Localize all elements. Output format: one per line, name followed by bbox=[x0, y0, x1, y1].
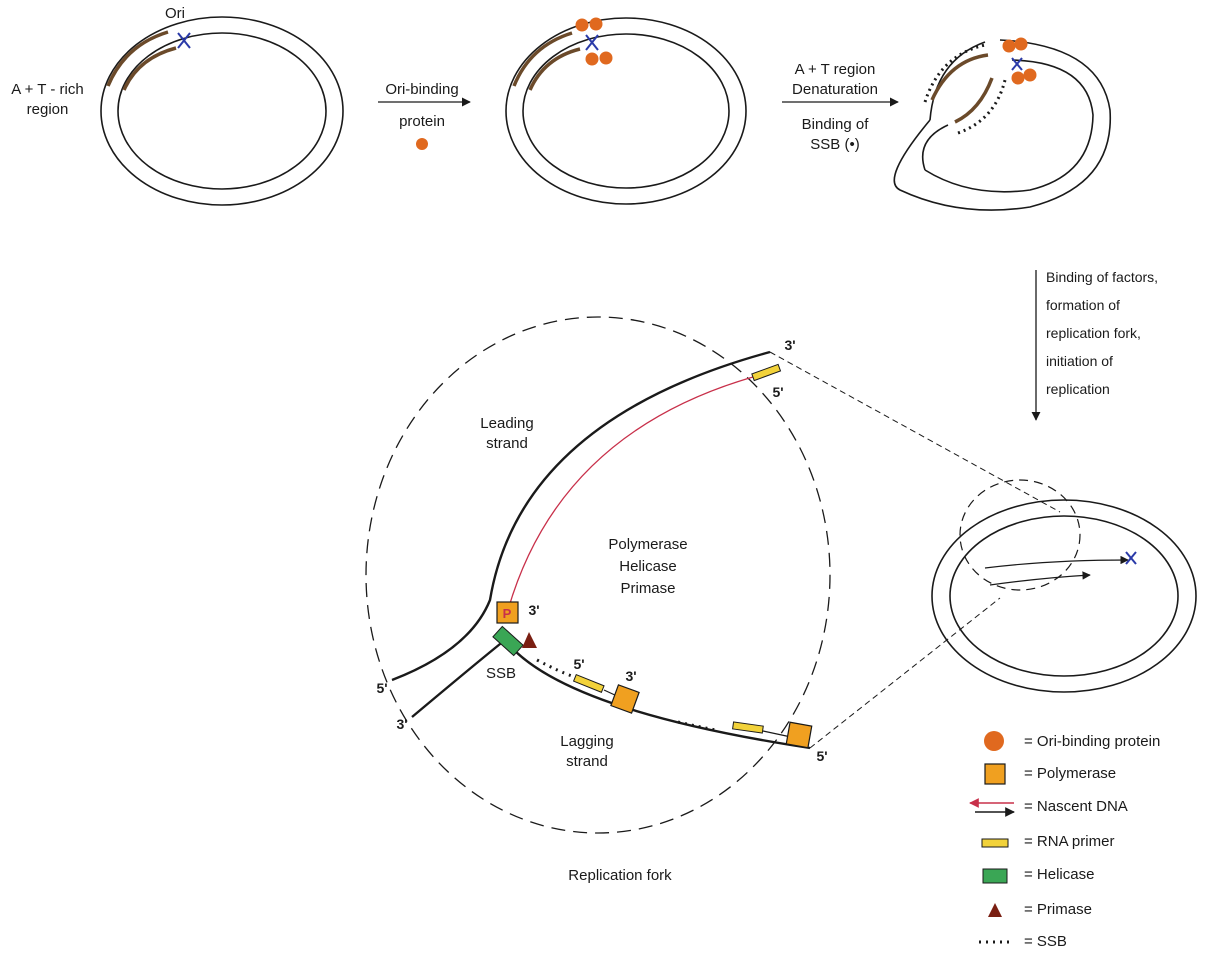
polymerase-okazaki-1 bbox=[610, 684, 640, 714]
ori-binding-arrow-label: Ori-binding bbox=[385, 81, 459, 98]
rna-primer-okazaki-1 bbox=[572, 673, 605, 693]
zoom-line-top bbox=[769, 351, 1061, 513]
stage-3-plasmid bbox=[893, 37, 1112, 211]
ssb-dots-lower bbox=[957, 79, 1007, 135]
ori-marker-icon bbox=[177, 32, 191, 49]
ssb-label: SSB bbox=[485, 665, 516, 682]
legend-ori-binding-protein: = Ori-binding protein bbox=[1024, 733, 1161, 750]
ori-binding-protein-icon bbox=[984, 731, 1004, 751]
ori-label: Ori bbox=[165, 5, 185, 22]
at-rich-region-inner bbox=[122, 46, 177, 91]
ori-marker-icon bbox=[1125, 551, 1137, 565]
primase-icon bbox=[988, 903, 1002, 917]
at-rich-region-outer bbox=[106, 30, 169, 87]
left-5prime: 5' bbox=[376, 680, 388, 696]
ori-binding-protein-icon bbox=[416, 138, 428, 150]
leading-template-strand bbox=[391, 350, 771, 682]
left-3prime: 3' bbox=[396, 716, 408, 732]
ori-binding-protein-cluster bbox=[575, 17, 613, 66]
denatured-strand-upper bbox=[930, 53, 989, 101]
lagging-end-5prime: 5' bbox=[816, 748, 828, 764]
at-rich-region-label: A + T - rich region bbox=[11, 81, 84, 118]
replication-fork-zoom: P bbox=[365, 316, 831, 834]
nascent-leading-strand bbox=[507, 374, 761, 611]
ssb-dots-upper bbox=[923, 43, 986, 103]
legend-icons bbox=[969, 731, 1015, 944]
binding-factors-label: Binding of factors, formation of replica… bbox=[1046, 269, 1159, 397]
okazaki-5prime: 5' bbox=[573, 656, 585, 672]
rna-primer-okazaki-2 bbox=[732, 721, 764, 734]
legend-ssb: = SSB bbox=[1024, 933, 1067, 950]
helicase bbox=[492, 625, 524, 657]
ssb-dots-lagging-1 bbox=[536, 658, 573, 678]
at-region-denaturation-label: A + T region Denaturation bbox=[792, 61, 878, 98]
ssb-dots-lagging-2 bbox=[677, 720, 717, 732]
stage-2-plasmid bbox=[505, 17, 747, 205]
legend-helicase: = Helicase bbox=[1024, 866, 1095, 883]
legend-primase: = Primase bbox=[1024, 901, 1092, 918]
leading-top-5prime: 5' bbox=[772, 384, 784, 400]
legend-rna-primer: = RNA primer bbox=[1024, 833, 1115, 850]
legend-polymerase: = Polymerase bbox=[1024, 765, 1117, 782]
enzymes-label: Polymerase Helicase Primase bbox=[608, 536, 688, 597]
rna-primer-leading bbox=[751, 363, 782, 382]
leading-top-3prime: 3' bbox=[784, 337, 796, 353]
binding-ssb-label: Binding of SSB (•) bbox=[801, 116, 869, 153]
ori-binding-protein-cluster bbox=[1002, 37, 1037, 85]
replication-fork-label: Replication fork bbox=[568, 867, 672, 884]
polymerase-okazaki-2 bbox=[785, 721, 813, 749]
fork-plasmid bbox=[931, 479, 1197, 693]
ori-marker-icon bbox=[1011, 57, 1023, 71]
stage-1-plasmid bbox=[100, 16, 344, 206]
okazaki-3prime: 3' bbox=[625, 668, 637, 684]
polymerase-icon bbox=[984, 763, 1006, 785]
leading-strand-label: Leading strand bbox=[480, 415, 534, 452]
zoom-line-bottom bbox=[809, 597, 1001, 749]
ori-marker-icon bbox=[585, 34, 599, 51]
legend-nascent-dna: = Nascent DNA bbox=[1024, 798, 1128, 815]
polymerase-p-marker: P bbox=[503, 606, 512, 621]
polymerase-3prime: 3' bbox=[528, 602, 540, 618]
primase bbox=[522, 632, 537, 648]
rna-primer-icon bbox=[981, 838, 1009, 848]
ori-binding-protein-caption: protein bbox=[399, 113, 445, 130]
denatured-strand-lower bbox=[954, 77, 994, 124]
lagging-strand-label: Lagging strand bbox=[560, 733, 614, 770]
polymerase-leading bbox=[496, 601, 519, 624]
helicase-icon bbox=[982, 868, 1008, 884]
